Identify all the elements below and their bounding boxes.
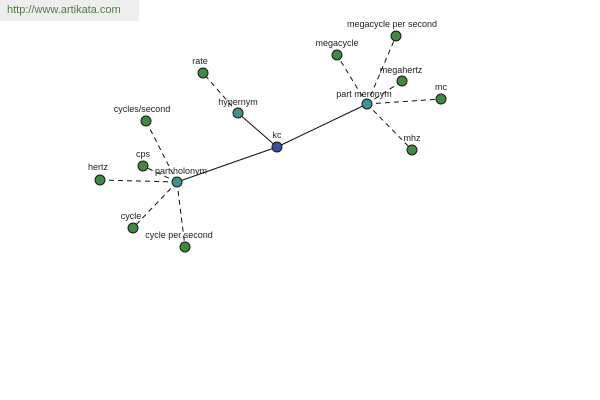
- node-leaf-cps[interactable]: cps: [136, 149, 151, 172]
- node-leaf-cycle-label: cycle: [121, 211, 142, 221]
- node-leaf-megacycle[interactable]: megacycle: [315, 38, 359, 61]
- node-leaf-cycle-marker[interactable]: [127, 222, 139, 234]
- node-leaf-megahertz[interactable]: megahertz: [380, 65, 423, 87]
- edge-part-meronym-mc: [366, 98, 442, 105]
- node-relation-part-holonym-label: part holonym: [155, 166, 207, 176]
- node-center-kc-marker[interactable]: [271, 141, 283, 153]
- node-leaf-cycle-per-second-marker[interactable]: [179, 241, 191, 253]
- watermark-link[interactable]: http://www.artikata.com: [7, 4, 121, 16]
- node-leaf-megahertz-marker[interactable]: [396, 75, 408, 87]
- node-leaf-hertz-label: hertz: [88, 162, 109, 172]
- graph-nodes: kc hypernym rate part holonym cycles/second c…: [88, 19, 447, 253]
- node-relation-hypernym[interactable]: hypernym: [218, 97, 258, 119]
- edge-part-holonym-cycle-per-second: [176, 181, 186, 248]
- node-leaf-megacycle-per-second-marker[interactable]: [390, 30, 402, 42]
- node-leaf-rate[interactable]: rate: [192, 56, 209, 79]
- node-relation-part-meronym-marker[interactable]: [361, 98, 373, 110]
- edge-part-meronym-megahertz: [366, 80, 403, 105]
- edge-hypernym-rate: [202, 72, 239, 114]
- node-leaf-cps-label: cps: [136, 149, 151, 159]
- node-relation-hypernym-marker[interactable]: [232, 107, 244, 119]
- node-leaf-megacycle-label: megacycle: [315, 38, 358, 48]
- edge-kc-part-meronym: [276, 103, 368, 148]
- node-relation-part-holonym[interactable]: part holonym: [155, 166, 207, 188]
- node-center-kc-label: kc: [273, 130, 283, 140]
- node-leaf-rate-marker[interactable]: [197, 67, 209, 79]
- edge-part-meronym-mhz: [366, 103, 413, 151]
- node-leaf-cps-marker[interactable]: [137, 160, 149, 172]
- node-relation-part-meronym-label: part meronym: [336, 89, 392, 99]
- node-leaf-mhz-label: mhz: [403, 133, 421, 143]
- node-leaf-megacycle-per-second[interactable]: megacycle per second: [347, 19, 437, 42]
- node-leaf-hertz-marker[interactable]: [94, 174, 106, 186]
- node-center-kc[interactable]: kc: [271, 130, 283, 153]
- node-leaf-mc-marker[interactable]: [435, 93, 447, 105]
- node-leaf-mc[interactable]: mc: [435, 82, 447, 105]
- node-leaf-cycles-second-label: cycles/second: [114, 104, 171, 114]
- node-leaf-mc-label: mc: [435, 82, 447, 92]
- node-leaf-cycle-per-second[interactable]: cycle per second: [145, 230, 213, 253]
- node-leaf-mhz-marker[interactable]: [406, 144, 418, 156]
- edge-part-meronym-megacycle: [336, 54, 368, 105]
- node-leaf-megacycle-marker[interactable]: [331, 49, 343, 61]
- edge-part-meronym-megacycle-per-second: [366, 35, 397, 105]
- node-leaf-hertz[interactable]: hertz: [88, 162, 109, 186]
- node-leaf-cycle[interactable]: cycle: [121, 211, 142, 234]
- graph-edges: [99, 35, 442, 248]
- node-relation-hypernym-label: hypernym: [218, 97, 258, 107]
- node-leaf-cycles-second[interactable]: cycles/second: [114, 104, 171, 127]
- edge-kc-hypernym: [237, 112, 278, 148]
- node-leaf-cycle-per-second-label: cycle per second: [145, 230, 213, 240]
- node-relation-part-meronym[interactable]: part meronym: [336, 89, 392, 110]
- edge-part-holonym-hertz: [99, 179, 178, 183]
- node-leaf-cycles-second-marker[interactable]: [140, 115, 152, 127]
- edge-part-holonym-cycle: [132, 181, 178, 229]
- node-leaf-megahertz-label: megahertz: [380, 65, 423, 75]
- edge-part-holonym-cps: [142, 165, 178, 183]
- node-relation-part-holonym-marker[interactable]: [171, 176, 183, 188]
- watermark-banner: http://www.artikata.com: [0, 0, 139, 21]
- edge-part-holonym-cycles-second: [145, 120, 178, 183]
- node-leaf-mhz[interactable]: mhz: [403, 133, 421, 156]
- node-leaf-rate-label: rate: [192, 56, 208, 66]
- node-leaf-megacycle-per-second-label: megacycle per second: [347, 19, 437, 29]
- edge-kc-part-holonym: [176, 146, 278, 183]
